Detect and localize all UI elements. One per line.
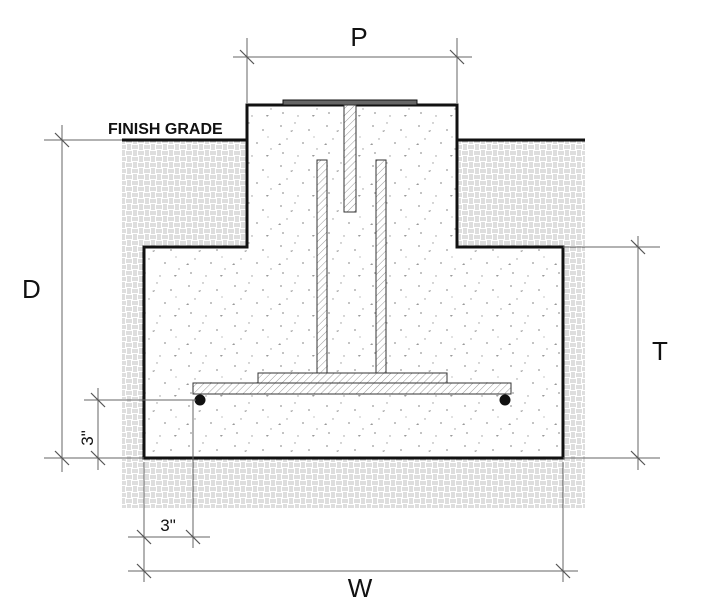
- vertical-rebar-right: [375, 159, 387, 376]
- rebar-dot-left: [194, 394, 206, 406]
- footing-width-label: W: [348, 573, 373, 603]
- cover-vertical-label: 3": [78, 430, 97, 446]
- dimension-cover-vertical: [84, 388, 196, 470]
- anchor-rod: [343, 104, 357, 213]
- dimension-w: [128, 462, 578, 582]
- bottom-rebar-mat: [192, 382, 512, 395]
- vertical-rebar-left: [316, 159, 328, 376]
- dimension-p: [233, 38, 472, 103]
- cover-horizontal-label: 3": [160, 516, 176, 535]
- rebar-stem-plate: [257, 372, 448, 385]
- dimension-t: [563, 236, 660, 470]
- footing-thickness-label: T: [652, 336, 668, 366]
- soil-fill: [122, 140, 585, 508]
- concrete-footing: [144, 105, 563, 458]
- pier-width-label: P: [350, 22, 367, 52]
- rebar-dot-right: [499, 394, 511, 406]
- embedment-depth-label: D: [22, 274, 41, 304]
- base-plate: [282, 99, 418, 106]
- dimension-d: [44, 125, 144, 472]
- dimension-cover-horizontal: [128, 400, 210, 548]
- finish-grade-label: FINISH GRADE: [108, 121, 223, 138]
